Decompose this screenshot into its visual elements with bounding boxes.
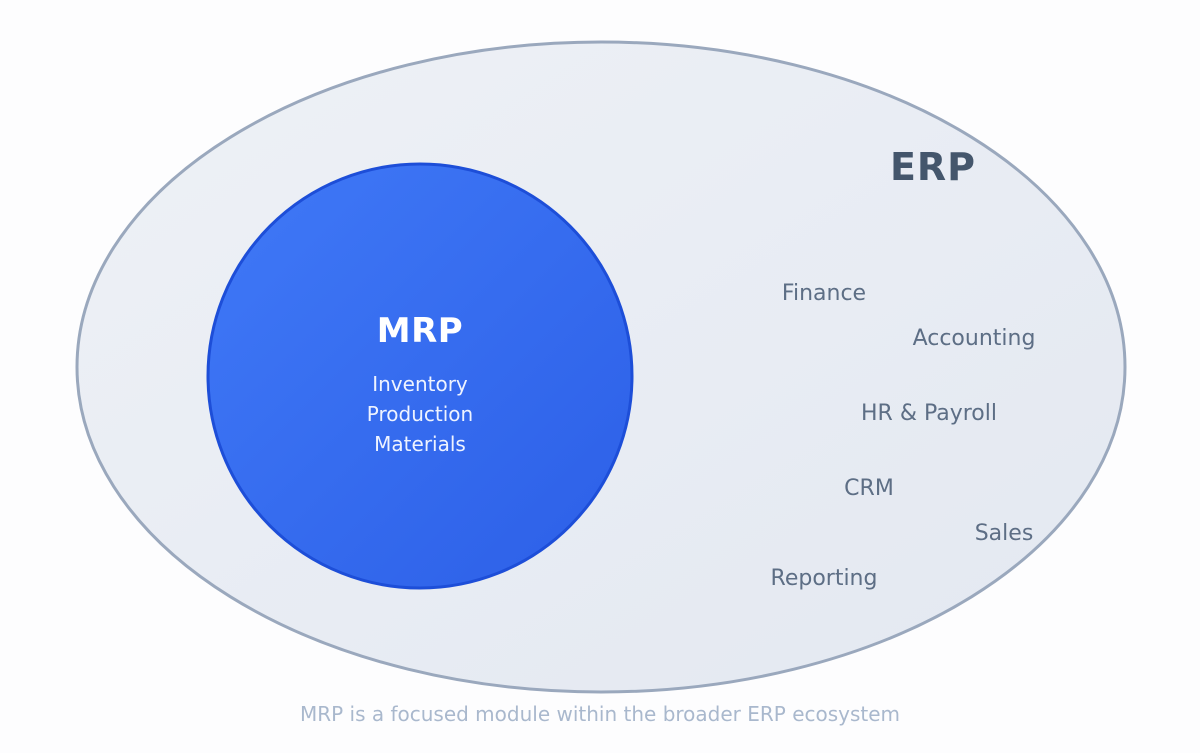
mrp-subitem-label[interactable]: Production [367, 402, 473, 426]
diagram-caption: MRP is a focused module within the broad… [300, 702, 900, 726]
erp-module-label[interactable]: HR & Payroll [861, 401, 997, 426]
mrp-inner-circle[interactable] [206, 162, 634, 590]
mrp-title-label: MRP [377, 311, 463, 351]
erp-module-label[interactable]: Finance [782, 281, 866, 306]
mrp-subitem-label[interactable]: Materials [374, 432, 466, 456]
erp-module-label[interactable]: CRM [844, 476, 894, 501]
erp-module-label[interactable]: Sales [975, 521, 1034, 546]
mrp-subitem-label[interactable]: Inventory [372, 372, 468, 396]
erp-module-label[interactable]: Accounting [913, 326, 1036, 351]
erp-title-label: ERP [890, 145, 976, 189]
erp-module-label[interactable]: Reporting [771, 566, 878, 591]
